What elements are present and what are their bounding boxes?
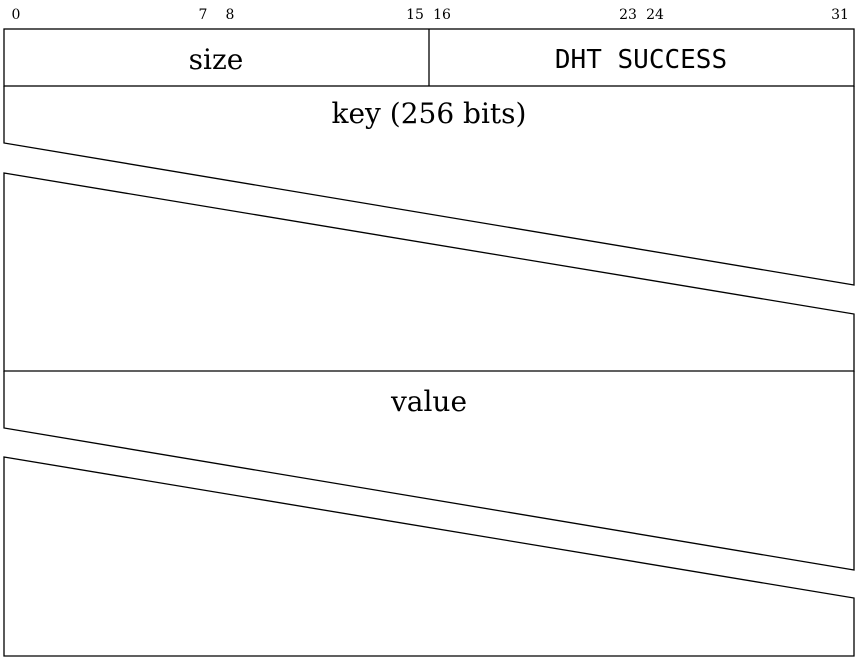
bit-label-15: 15 [406,7,424,23]
value-field-bottom [3,456,855,657]
key-field-top [3,86,855,286]
bit-label-0: 0 [12,7,21,23]
value-field-top [3,371,855,571]
key-field-label: key (256 bits) [332,97,527,130]
size-field-label: size [189,43,244,76]
bit-label-24: 24 [646,7,664,23]
bit-label-7: 7 [199,7,208,23]
bit-label-8: 8 [226,7,235,23]
key-field-bottom [3,172,855,372]
bit-label-23: 23 [619,7,637,23]
bit-label-31: 31 [831,7,849,23]
bit-label-16: 16 [433,7,451,23]
value-field-label: value [390,385,467,418]
type-field-label: DHT SUCCESS [555,45,727,75]
